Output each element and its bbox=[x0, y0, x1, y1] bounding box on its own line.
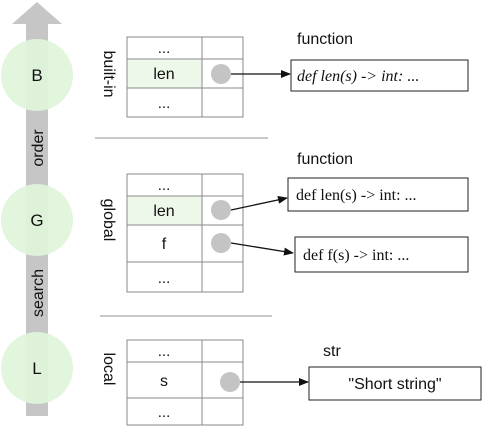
object-type-label: function bbox=[297, 31, 353, 48]
reference-arrow bbox=[230, 195, 288, 211]
object-type-label: function bbox=[297, 151, 353, 168]
scope-letter: L bbox=[32, 359, 41, 378]
object-box bbox=[290, 59, 469, 92]
scope-name-local: local bbox=[100, 353, 117, 386]
name-cell: len bbox=[153, 66, 174, 83]
scope-circle bbox=[1, 39, 73, 111]
name-cell: len bbox=[153, 203, 174, 220]
name-cell: ... bbox=[158, 177, 171, 194]
scope-name-global: global bbox=[100, 199, 117, 242]
object-value: "Short string" bbox=[348, 376, 441, 393]
object-box-global-len: def len(s) -> int: ... bbox=[287, 177, 469, 212]
scope-circle-builtin: B bbox=[1, 39, 73, 111]
reference-arrow bbox=[230, 242, 294, 256]
name-cell: ... bbox=[158, 40, 171, 57]
object-box bbox=[294, 236, 469, 273]
object-box-builtin-len: def len(s) -> int: ... bbox=[290, 59, 469, 92]
arrow-label-search: search bbox=[30, 269, 47, 317]
scope-circle bbox=[1, 184, 73, 256]
object-value: def len(s) -> int: ... bbox=[296, 187, 417, 204]
namespace-table-global: ... len f ... bbox=[126, 173, 294, 293]
scope-circle-local: L bbox=[1, 332, 73, 404]
name-cell: ... bbox=[158, 343, 171, 360]
table-frame bbox=[126, 36, 244, 118]
scope-circle-global: G bbox=[1, 184, 73, 256]
object-value: def f(s) -> int: ... bbox=[303, 247, 409, 264]
scope-letter: B bbox=[31, 66, 42, 85]
arrow-head bbox=[12, 2, 62, 24]
reference-dot bbox=[211, 64, 231, 84]
namespace-table-local: ... s ... bbox=[126, 339, 309, 426]
row-highlight bbox=[127, 59, 202, 88]
reference-dot bbox=[220, 372, 240, 392]
object-box-local-s: "Short string" bbox=[308, 366, 482, 401]
name-cell: f bbox=[162, 236, 167, 253]
name-cell: ... bbox=[158, 270, 171, 287]
object-value: def len(s) -> int: ... bbox=[297, 68, 419, 85]
reference-dot bbox=[211, 200, 231, 220]
scope-circle bbox=[1, 332, 73, 404]
object-box bbox=[287, 177, 469, 212]
arrow-label-order: order bbox=[30, 129, 47, 167]
object-box bbox=[308, 366, 482, 401]
table-frame bbox=[126, 173, 244, 293]
reference-dot bbox=[211, 233, 231, 253]
namespace-table-builtin: ... len ... bbox=[126, 36, 291, 118]
name-cell: ... bbox=[158, 404, 171, 421]
scope-name-builtin: built-in bbox=[100, 50, 117, 97]
scope-letter: G bbox=[30, 211, 43, 230]
name-cell: ... bbox=[158, 95, 171, 112]
name-cell: s bbox=[160, 373, 168, 390]
object-type-label: str bbox=[323, 343, 341, 360]
object-box-global-f: def f(s) -> int: ... bbox=[294, 236, 469, 273]
row-highlight bbox=[127, 196, 202, 225]
